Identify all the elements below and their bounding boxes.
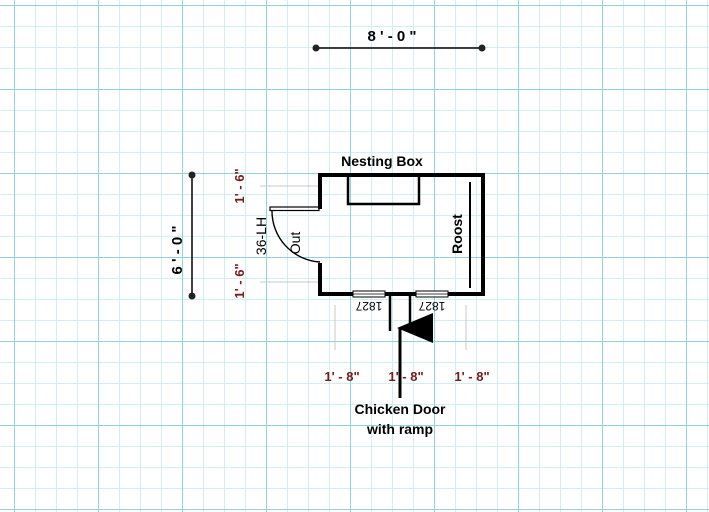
overall-width-dimension: 8 ' - 0 "	[312, 28, 486, 52]
coop-walls	[318, 173, 485, 296]
roost: Roost	[449, 182, 471, 288]
left-upper-dimension: 1' - 6"	[232, 168, 247, 203]
window-right-label: 1827	[418, 299, 445, 313]
window-right: 1827	[415, 290, 449, 313]
front-extension-lines	[334, 305, 467, 350]
nesting-box-label: Nesting Box	[341, 153, 423, 169]
front-left-dimension: 1' - 8"	[324, 369, 359, 384]
chicken-door-callout: Chicken Door with ramp	[354, 401, 446, 437]
front-right-dimension: 1' - 8"	[454, 369, 489, 384]
door-size-label: 36-LH	[253, 217, 269, 255]
chicken-door-label-line1: Chicken Door	[354, 401, 446, 417]
chicken-door-opening	[388, 296, 412, 331]
door: 36-LH Out	[253, 206, 321, 263]
window-left-label: 1827	[355, 299, 382, 313]
window-left: 1827	[352, 290, 386, 313]
door-swing-label: Out	[287, 232, 303, 255]
overall-depth-label: 6 ' - 0 "	[169, 225, 186, 274]
roost-label: Roost	[449, 214, 465, 254]
left-lower-dimension: 1' - 6"	[232, 263, 247, 298]
nesting-box: Nesting Box	[341, 153, 423, 206]
front-middle-dimension: 1' - 8"	[388, 369, 423, 384]
front-wall-dimensions: 1' - 8" 1' - 8" 1' - 8"	[324, 369, 489, 384]
overall-width-label: 8 ' - 0 "	[367, 28, 416, 45]
left-wall-dimensions: 1' - 6" 1' - 6"	[232, 168, 318, 299]
overall-depth-dimension: 6 ' - 0 "	[169, 171, 196, 300]
chicken-door-label-line2: with ramp	[366, 421, 433, 437]
